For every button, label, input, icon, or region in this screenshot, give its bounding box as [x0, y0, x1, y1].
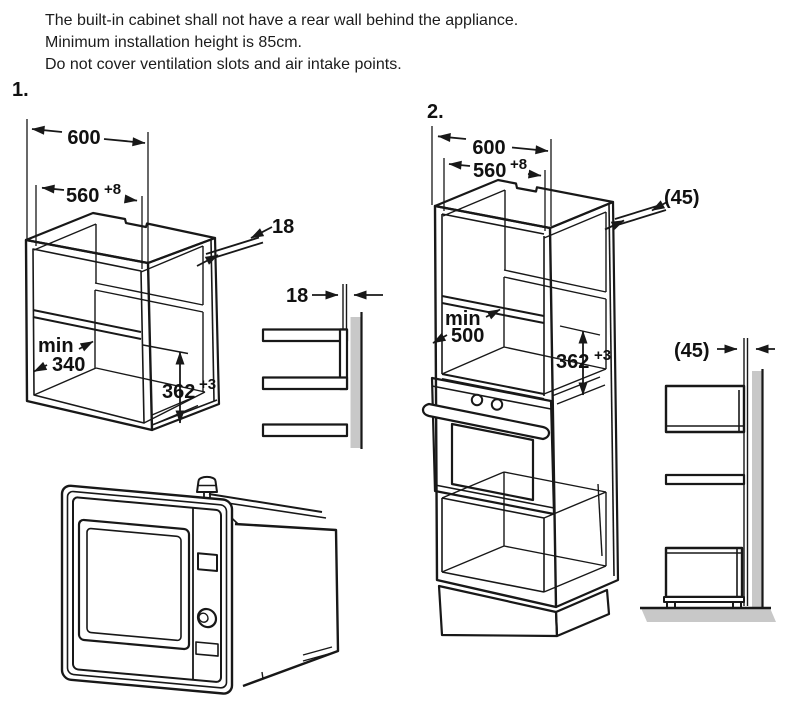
fig2-cabinet-side-detail: [597, 483, 603, 557]
fig1-cabinet-back-edge: [210, 239, 215, 402]
figure2-label: 2.: [427, 101, 444, 123]
fig2-sideview-wall: [752, 371, 762, 609]
oven-bottom-inner-line: [434, 484, 555, 509]
fig1-inner-width-label: 560: [66, 185, 99, 207]
fig2-niche-height-dimension: 362 +3: [551, 325, 611, 405]
microwave-vent-lines: [302, 646, 333, 662]
sideview-middle-shelf: [664, 473, 746, 486]
figure-2: 2.: [421, 101, 776, 638]
oven-knob-left: [470, 393, 484, 407]
fig2-side-gap-label: (45): [674, 340, 710, 362]
sideview-base-bar: [663, 596, 745, 603]
fig2-cabinet-side-face: [549, 200, 620, 609]
fig2-oven: [421, 376, 556, 516]
fig2-depth-min-prefix: min: [445, 308, 481, 330]
fig2-side-gap-dimension: (45): [674, 340, 775, 362]
fig1-side-gap-label: 18: [286, 285, 308, 307]
fig2-depth-dimension: min 500: [432, 308, 501, 347]
fig1-depth-dimension: min 340: [33, 335, 94, 376]
fig1-cabinet-top-face: [24, 211, 217, 265]
oven-door-window: [450, 422, 535, 502]
microwave-window-outer: [77, 518, 191, 651]
microwave-knob: [196, 607, 218, 629]
microwave-window-inner: [86, 527, 182, 642]
fig2-sideview-back-plane: [743, 338, 749, 606]
fig1-sideview-wall: [350, 317, 361, 448]
microwave-front: [60, 484, 234, 695]
fig2-outer-width-dimension: 600: [437, 133, 549, 159]
fig1-side-view: 18: [261, 284, 383, 449]
fig1-niche-height-tolerance: +3: [199, 376, 216, 393]
microwave-panel-lower-button: [195, 641, 219, 657]
fig2-niche-floor-edge: [441, 373, 545, 400]
note-line-1: The built-in cabinet shall not have a re…: [45, 12, 518, 29]
fig2-top-gap-dimension: (45): [604, 187, 700, 231]
fig2-lower-compartment-interior: [441, 471, 607, 593]
fig1-dimensions: 600 560 +8 18 min 340: [26, 119, 294, 424]
note-line-2: Minimum installation height is 85cm.: [45, 34, 302, 51]
fig1-inner-width-tolerance: +8: [104, 181, 121, 198]
microwave-display: [197, 552, 218, 572]
fig2-cabinet-drawing: [421, 178, 620, 638]
microwave-door: [72, 496, 222, 683]
fig1-cabinet-drawing: [24, 211, 221, 432]
fig2-depth-min-value: 500: [451, 325, 484, 347]
note-line-3: Do not cover ventilation slots and air i…: [45, 56, 402, 73]
instruction-notes: The built-in cabinet shall not have a re…: [45, 12, 518, 73]
fig2-outer-width-label: 600: [472, 137, 505, 159]
fig2-side-view: (45): [640, 338, 776, 622]
fig1-niche-height-dimension: 362 +3: [142, 344, 216, 424]
fig2-plinth-side: [554, 588, 611, 638]
fig1-inner-width-dimension: 560 +8: [41, 181, 138, 207]
fig2-niche-height-tolerance: +3: [594, 347, 611, 364]
fig1-depth-min-value: 340: [52, 354, 85, 376]
fig1-extension-lines: [26, 119, 149, 269]
fig2-sideview-floor: [641, 608, 776, 622]
oven-knob-right: [490, 398, 504, 411]
fig2-inner-width-dimension: 560 +8: [448, 156, 542, 182]
fig1-sideview-back-plane: [342, 284, 348, 331]
fig2-dimensions: 600 560 +8 (45) min 500: [431, 126, 700, 405]
fig2-niche-interior: [441, 277, 607, 395]
fig2-inner-width-label: 560: [473, 160, 506, 182]
fig1-niche-height-label: 362: [162, 381, 195, 403]
oven-top-inner-line: [431, 385, 552, 410]
fig2-inner-width-tolerance: +8: [510, 156, 527, 173]
fig2-niche-height-label: 362: [556, 351, 589, 373]
fig1-interior-lines: [33, 223, 206, 424]
fig1-shelf-front-edge: [32, 309, 142, 340]
fig1-depth-min-prefix: min: [38, 335, 74, 357]
fig1-side-gap-dimension: 18: [286, 285, 383, 307]
fig1-outer-width-label: 600: [67, 127, 100, 149]
fig2-top-compartment-interior: [442, 189, 607, 300]
figure1-label: 1.: [12, 79, 29, 101]
fig1-cabinet-side-face: [147, 236, 221, 432]
fig1-sideview-shelves: [261, 328, 349, 438]
fig1-outer-width-dimension: 600: [31, 125, 146, 149]
microwave-illustration: [60, 475, 340, 695]
fig2-sideview-cabinet-profile: [663, 384, 746, 609]
figure-1: 1. 600 560 +8: [12, 79, 383, 449]
sideview-lower-box: [664, 546, 744, 599]
fig2-extension-lines: [431, 126, 552, 231]
fig2-cabinet-back-edge: [608, 203, 615, 577]
fig2-lower-compartment-frame: [441, 497, 545, 593]
fig1-panel-thickness-label: 18: [272, 216, 294, 238]
fig2-top-gap-label: (45): [664, 187, 700, 209]
fig1-panel-thickness-dimension: 18: [196, 216, 294, 267]
oven-handle: [421, 402, 551, 441]
sideview-top-box: [664, 384, 746, 434]
